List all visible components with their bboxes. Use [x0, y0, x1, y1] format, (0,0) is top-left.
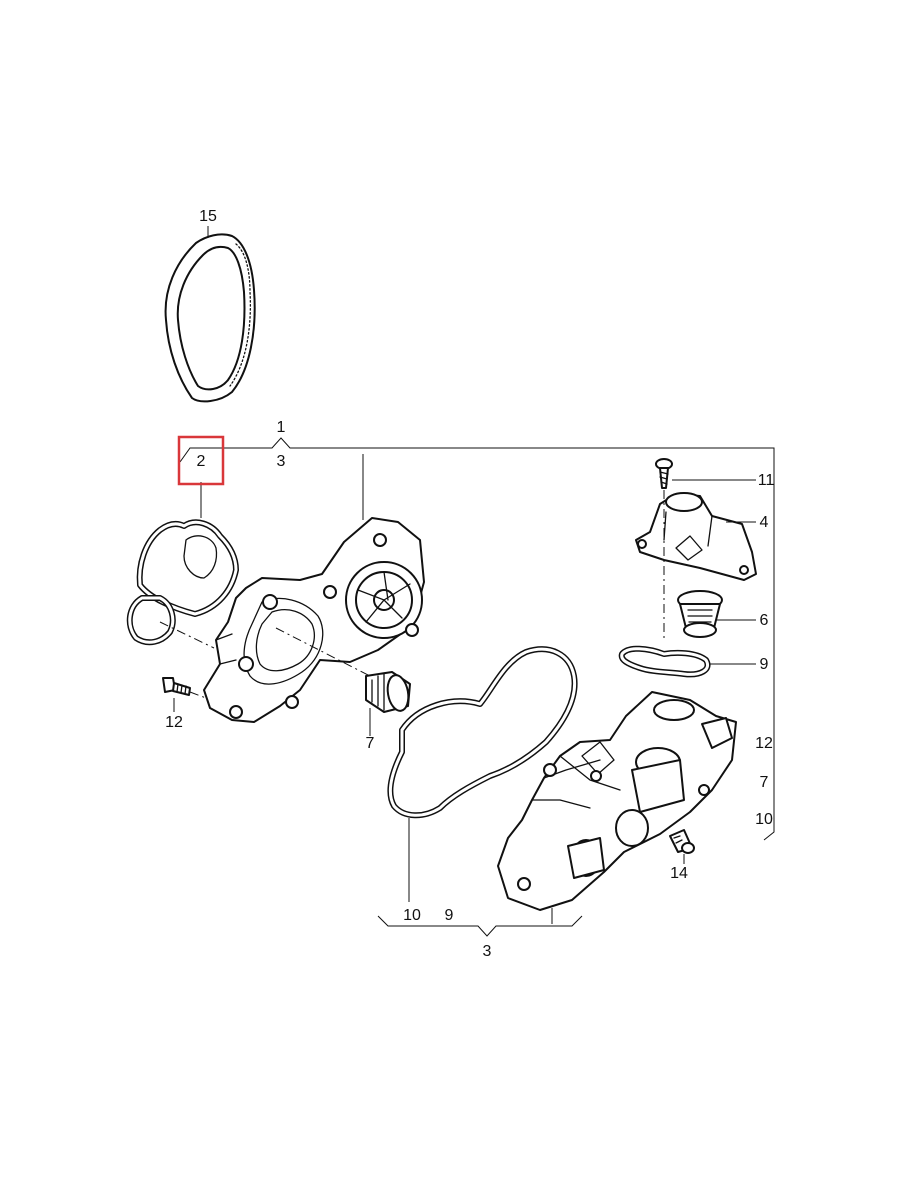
callout-1[interactable]: 1 [277, 419, 286, 436]
thermostat-cover-part[interactable] [635, 492, 757, 581]
callout-10-bottom[interactable]: 10 [403, 907, 421, 924]
callout-7-right[interactable]: 7 [760, 774, 769, 791]
callout-7-bottom[interactable]: 7 [366, 735, 375, 752]
screw-top-part[interactable] [655, 458, 673, 489]
callout-4[interactable]: 4 [760, 514, 769, 531]
group-bracket-1 [179, 437, 775, 841]
group-bracket-3 [377, 915, 583, 937]
callout-15[interactable]: 15 [199, 208, 217, 225]
coolant-housing-part[interactable] [497, 691, 737, 911]
alignment-line [189, 691, 207, 699]
callout-11[interactable]: 11 [758, 472, 775, 489]
callout-12-right[interactable]: 12 [755, 735, 773, 752]
water-pump-housing-part[interactable] [203, 517, 425, 723]
callout-6[interactable]: 6 [760, 612, 769, 629]
callout-14[interactable]: 14 [670, 865, 688, 882]
connector-left-part[interactable] [365, 671, 411, 713]
drive-belt-part[interactable] [164, 233, 256, 403]
callout-9-right[interactable]: 9 [760, 656, 769, 673]
callout-12-left[interactable]: 12 [165, 714, 183, 731]
bolt-left-part[interactable] [162, 677, 191, 696]
callout-3-top[interactable]: 3 [277, 453, 286, 470]
gasket-center-part[interactable] [387, 646, 578, 819]
callout-9-bottom[interactable]: 9 [445, 907, 454, 924]
gasket-left-part[interactable] [126, 519, 239, 646]
callout-2[interactable]: 2 [197, 453, 206, 470]
highlight-box [177, 435, 225, 486]
thermostat-part[interactable] [677, 590, 723, 638]
gasket-right-part[interactable] [618, 645, 711, 678]
callout-10-right[interactable]: 10 [755, 811, 773, 828]
alignment-line [275, 627, 371, 677]
bolt-right-part[interactable] [669, 829, 695, 854]
callout-3-bottom[interactable]: 3 [483, 943, 492, 960]
